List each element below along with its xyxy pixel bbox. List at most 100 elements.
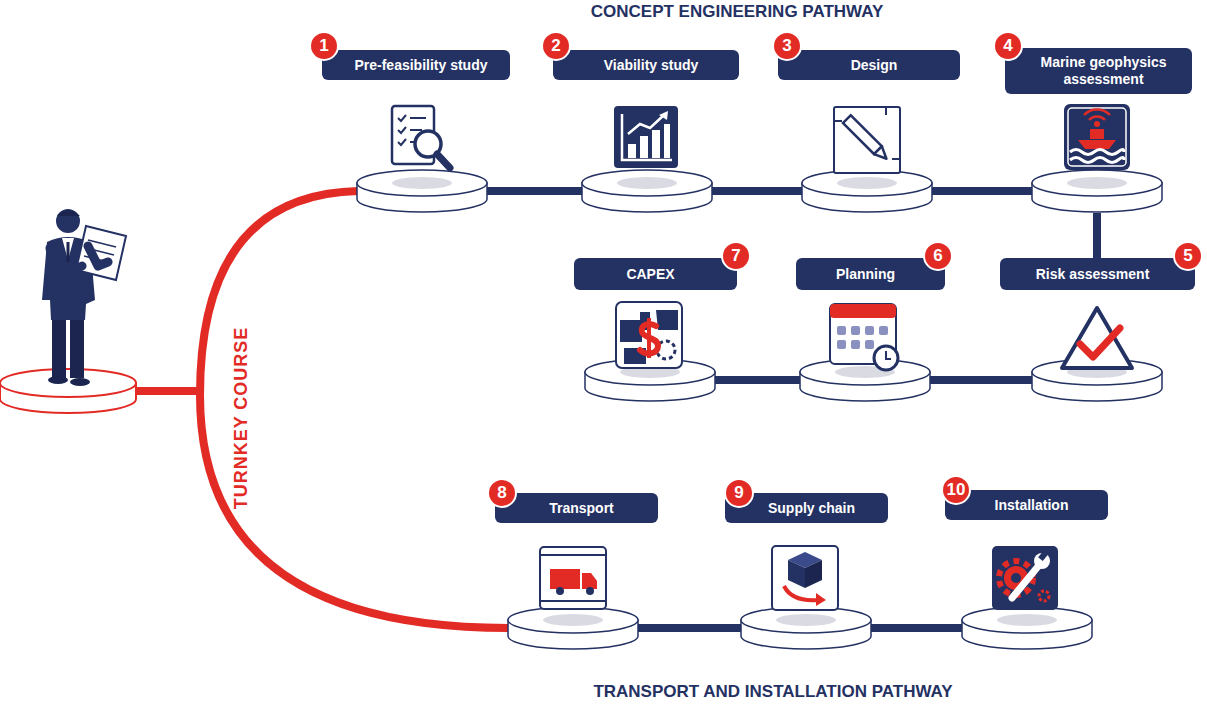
step-label-box: Risk assessment xyxy=(1000,258,1195,290)
study-icon xyxy=(410,117,426,119)
design-icon xyxy=(834,107,900,173)
chart-icon xyxy=(652,130,660,158)
process-step: Supply chain9 xyxy=(741,493,871,650)
step-title: Risk assessment xyxy=(1036,266,1150,283)
supply-icon xyxy=(816,593,826,606)
transport-icon xyxy=(540,554,606,556)
survey-icon xyxy=(1084,109,1110,115)
risk-icon xyxy=(1062,308,1132,368)
turnkey-course-line xyxy=(134,387,202,395)
step-number: 5 xyxy=(1173,241,1203,271)
transport-icon xyxy=(540,547,606,609)
step-title: Planning xyxy=(836,266,895,283)
survey-icon xyxy=(1064,104,1130,170)
path-connector xyxy=(1093,213,1101,258)
study-icon xyxy=(398,127,406,133)
person-figure xyxy=(88,246,108,266)
transport-icon xyxy=(582,573,597,589)
process-step: CAPEX7 xyxy=(585,258,715,402)
step-title: Supply chain xyxy=(768,500,855,517)
process-step: Transport8 xyxy=(508,493,638,650)
pathway-heading: TRANSPORT AND INSTALLATION PATHWAY xyxy=(593,682,952,702)
process-step: Viability study2 xyxy=(582,50,712,213)
design-icon xyxy=(874,146,890,162)
survey-icon xyxy=(1078,140,1116,149)
transport-icon xyxy=(540,600,606,602)
path-connector xyxy=(715,376,800,384)
step-label-box: Design xyxy=(778,50,960,80)
step-label-box: Marine geophysics assessment xyxy=(1005,48,1192,94)
step-number: 2 xyxy=(541,31,571,61)
install-icon xyxy=(1011,573,1021,583)
calendar-icon xyxy=(865,340,874,349)
turnkey-course-line xyxy=(134,191,508,628)
start-pedestal xyxy=(0,369,136,413)
survey-icon xyxy=(1089,117,1105,120)
person-figure xyxy=(70,378,90,386)
install-icon xyxy=(1039,591,1049,601)
step-title: CAPEX xyxy=(626,266,674,283)
capex-icon xyxy=(616,302,682,368)
path-connector xyxy=(871,624,962,632)
study-icon xyxy=(437,154,450,168)
pedestals xyxy=(357,170,1162,649)
process-step: Risk assessment5 xyxy=(1032,258,1162,402)
risk-icon xyxy=(1062,308,1132,368)
calendar-icon xyxy=(851,340,860,349)
step-label-box: Transport xyxy=(495,493,658,523)
design-icon xyxy=(843,115,890,162)
pedestals xyxy=(800,359,930,401)
chart-icon xyxy=(640,136,648,158)
pedestals xyxy=(1032,170,1162,212)
person-figure xyxy=(57,210,80,216)
pedestals xyxy=(962,607,1092,649)
survey-icon xyxy=(1064,104,1130,170)
path-connector xyxy=(932,187,1032,195)
step-number: 10 xyxy=(941,475,971,505)
supply-icon xyxy=(772,546,838,610)
step-number: 9 xyxy=(724,478,754,508)
pedestals xyxy=(802,170,932,212)
path-connector xyxy=(638,624,741,632)
chart-icon xyxy=(628,115,664,134)
survey-icon xyxy=(1070,150,1124,155)
person-figure xyxy=(76,226,126,280)
process-step: Pre-feasibility study1 xyxy=(357,50,487,213)
process-step: Design3 xyxy=(802,50,932,213)
calendar-icon xyxy=(837,326,846,335)
step-number: 8 xyxy=(487,478,517,508)
step-label-box: CAPEX xyxy=(574,258,737,290)
person-figure xyxy=(52,314,66,378)
supply-icon xyxy=(805,560,822,588)
course-label: TURNKEY COURSE xyxy=(231,327,252,510)
supply-icon xyxy=(772,546,838,610)
pedestals xyxy=(357,170,487,212)
step-number: 6 xyxy=(923,241,953,271)
step-label-box: Viability study xyxy=(553,50,739,80)
process-step: Marine geophysics assessment4 xyxy=(1032,48,1162,213)
pedestals xyxy=(741,607,871,649)
study-icon xyxy=(398,139,406,145)
pathway-heading: CONCEPT ENGINEERING PATHWAY xyxy=(591,2,884,22)
study-icon xyxy=(398,115,406,121)
process-step: Planning6 xyxy=(800,258,930,402)
supply-icon xyxy=(784,586,818,600)
install-icon xyxy=(992,546,1058,610)
transport-icon xyxy=(550,569,580,589)
chart-icon xyxy=(628,144,636,158)
survey-icon xyxy=(1068,108,1126,166)
step-title: Design xyxy=(851,57,898,74)
design-icon xyxy=(885,107,887,115)
step-number: 4 xyxy=(993,31,1023,61)
step-number: 7 xyxy=(721,241,751,271)
calendar-icon xyxy=(851,326,860,335)
step-title: Transport xyxy=(549,500,614,517)
install-icon xyxy=(992,546,1058,610)
transport-icon xyxy=(556,587,564,595)
survey-icon xyxy=(1070,158,1124,163)
person-figure xyxy=(56,209,80,233)
step-title: Marine geophysics assessment xyxy=(1023,54,1184,88)
chart-icon xyxy=(659,111,668,120)
